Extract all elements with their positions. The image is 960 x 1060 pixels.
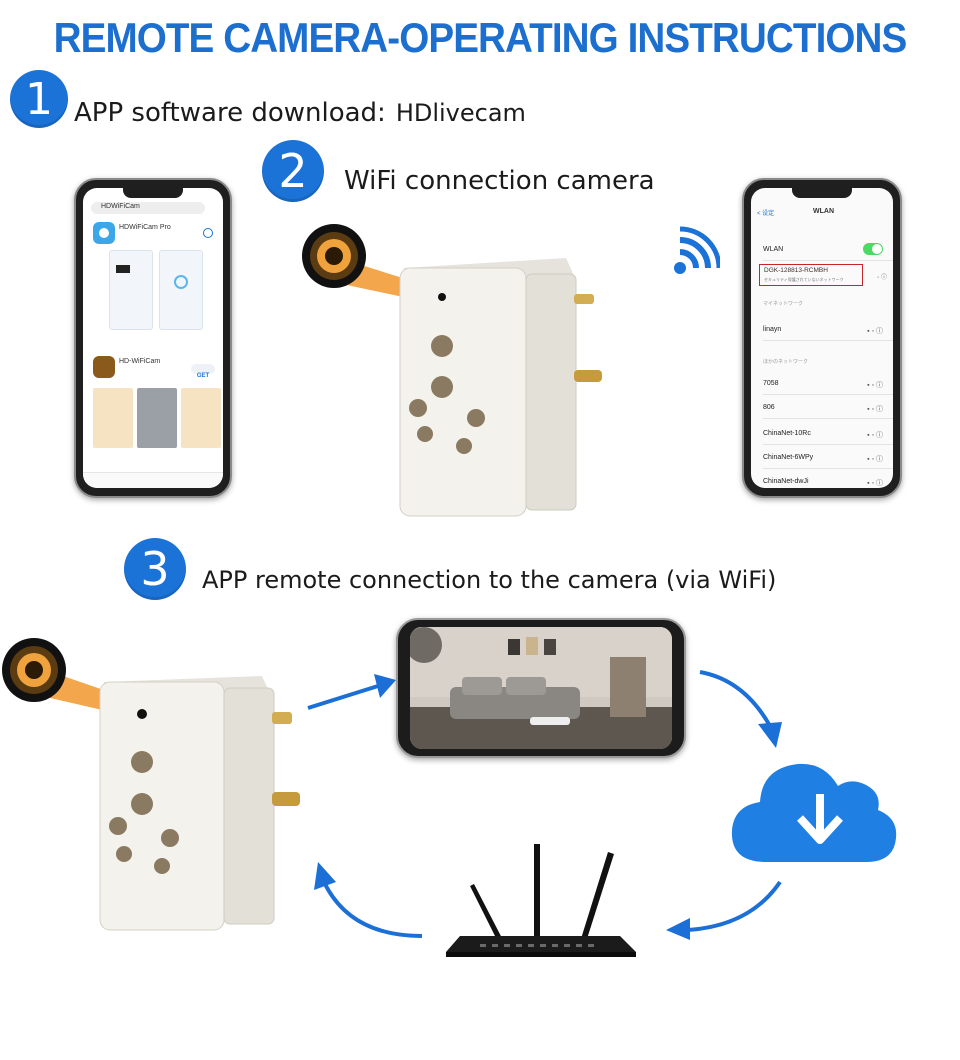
appstore-tab-bar [83, 472, 223, 488]
app2-screenshot-3 [181, 388, 221, 448]
phone-notch [792, 186, 852, 198]
step-1-text: APP software download: [74, 98, 386, 128]
other-networks-label: ほかのネットワーク [763, 359, 809, 365]
wlan-phone: < 设定 WLAN WLAN DGK-128813-RCMBH セキュリティ保護… [742, 178, 902, 498]
network-row[interactable]: ChinaNet-dwJi▪ ◦ ⓘ [763, 478, 883, 487]
arrow-icon [314, 862, 423, 938]
step-1-text-row: APP software download: HDlivecam [74, 98, 526, 128]
step-3-number: 3 [140, 542, 170, 596]
camera-plug-1 [302, 224, 602, 517]
connected-network-name: DGK-128813-RCMBH [764, 267, 828, 274]
page-title: REMOTE CAMERA-OPERATING INSTRUCTIONS [53, 14, 908, 61]
arrow-icon [699, 670, 782, 748]
wlan-toggle[interactable] [863, 243, 883, 255]
wifi-icon [674, 226, 720, 274]
network-row[interactable]: 7058▪ ◦ ⓘ [763, 380, 883, 389]
live-view-screen[interactable] [410, 627, 672, 749]
living-room-view [410, 627, 672, 749]
step-2-badge: 2 [262, 140, 324, 202]
network-row[interactable]: ChinaNet-6WPy▪ ◦ ⓘ [763, 454, 883, 463]
camera-plug-2 [2, 638, 300, 931]
step-3-badge: 3 [124, 538, 186, 600]
appstore-screen: HDWiFiCam HDWiFiCam Pro HD-WiFiCam GET [83, 188, 223, 488]
app1-screenshot-2 [159, 250, 203, 330]
camera-lens-icon [302, 224, 366, 288]
arrow-icon [307, 674, 396, 710]
step-1-badge: 1 [10, 70, 68, 128]
wlan-header: WLAN [813, 208, 834, 215]
app1-screenshot-1 [109, 250, 153, 330]
my-network-name: linayn [763, 326, 782, 333]
app2-screenshot-2 [137, 388, 177, 448]
step-3-text: APP remote connection to the camera (via… [202, 566, 777, 594]
phone-notch [123, 186, 183, 198]
network-row[interactable]: 806▪ ◦ ⓘ [763, 404, 883, 413]
connected-network-note: セキュリティ保護されていないネットワーク [764, 277, 844, 282]
appstore-search-bar[interactable]: HDWiFiCam [91, 202, 205, 214]
network-name: 806 [763, 404, 775, 411]
app1-get-icon[interactable] [203, 228, 213, 238]
connected-network-row[interactable]: DGK-128813-RCMBH セキュリティ保護されていないネットワーク [759, 264, 863, 286]
router-icon [446, 844, 636, 957]
step-2-number: 2 [278, 144, 308, 198]
appstore-search-text: HDWiFiCam [101, 203, 140, 210]
network-row[interactable]: ChinaNet-10Rc▪ ◦ ⓘ [763, 430, 883, 439]
my-network-row[interactable]: linayn ▪ ◦ ⓘ [763, 326, 885, 340]
wlan-toggle-row: WLAN [763, 243, 885, 260]
camera-lens-icon [2, 638, 66, 702]
appstore-phone: HDWiFiCam HDWiFiCam Pro HD-WiFiCam GET [74, 178, 232, 498]
network-status-icons: ▪ ◦ ⓘ [867, 328, 883, 335]
app1-name: HDWiFiCam Pro [119, 224, 171, 231]
app2-icon [93, 356, 115, 378]
arrow-icon [666, 880, 782, 940]
wlan-screen: < 设定 WLAN WLAN DGK-128813-RCMBH セキュリティ保護… [751, 188, 893, 488]
app1-icon [93, 222, 115, 244]
network-name: 7058 [763, 380, 779, 387]
app2-screenshot-1 [93, 388, 133, 448]
my-networks-label: マイネットワーク [763, 301, 804, 307]
app2-get-label: GET [196, 373, 210, 379]
live-view-phone [396, 618, 686, 758]
app-name: HDlivecam [395, 99, 526, 127]
wlan-back-button[interactable]: < 设定 [757, 211, 775, 217]
connected-network-status: ◦ ⓘ [877, 275, 887, 281]
network-name: ChinaNet-6WPy [763, 454, 814, 461]
step-1-number: 1 [25, 73, 53, 125]
cloud-download-icon [731, 763, 897, 862]
wlan-label: WLAN [763, 246, 784, 253]
step-2-text: WiFi connection camera [344, 166, 655, 196]
network-name: ChinaNet-dwJi [763, 478, 809, 485]
app2-name: HD-WiFiCam [119, 358, 161, 365]
app2-get-button[interactable]: GET [191, 364, 215, 379]
network-name: ChinaNet-10Rc [763, 430, 811, 437]
